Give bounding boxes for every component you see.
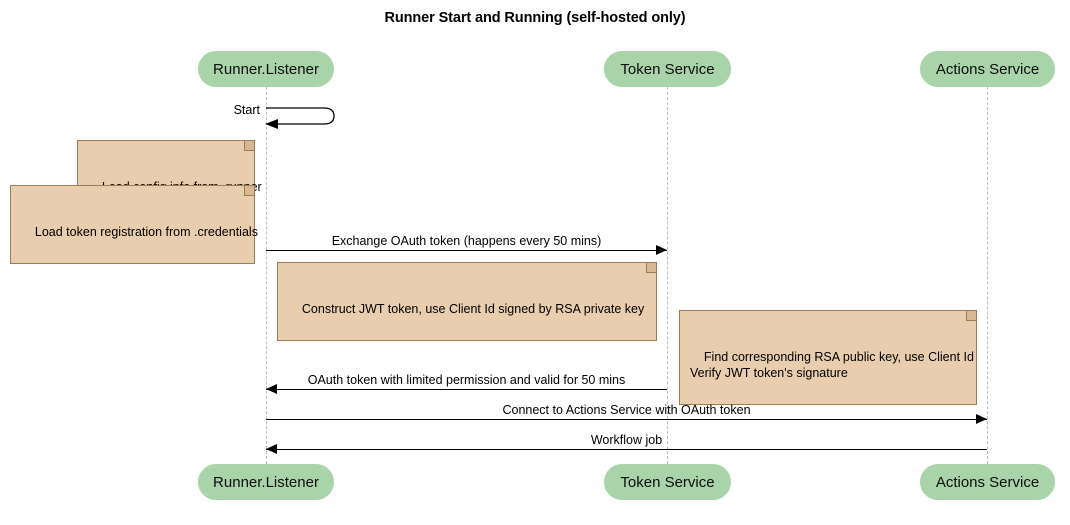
note-load-token-registration: Load token registration from .credential… <box>10 185 258 264</box>
note-verify-jwt-text: Find corresponding RSA public key, use C… <box>690 350 974 380</box>
message-arrowhead-workflow-job <box>266 444 277 454</box>
note-dogear-icon <box>244 186 254 196</box>
note-dogear-icon <box>646 263 656 273</box>
note-load-token-registration-text: Load token registration from .credential… <box>34 225 258 239</box>
note-verify-jwt: Find corresponding RSA public key, use C… <box>679 310 977 405</box>
participant-runner-label-top: Runner.Listener <box>213 60 319 78</box>
message-label-exchange-oauth: Exchange OAuth token (happens every 50 m… <box>331 234 602 248</box>
message-label-oauth-return: OAuth token with limited permission and … <box>307 373 626 387</box>
participant-actions-label-top: Actions Service <box>935 60 1040 78</box>
note-construct-jwt: Construct JWT token, use Client Id signe… <box>277 262 657 341</box>
message-arrowhead-exchange-oauth <box>656 245 667 255</box>
participant-runner-top[interactable]: Runner.Listener <box>198 51 334 87</box>
participant-actions-bottom[interactable]: Actions Service <box>920 464 1055 500</box>
participant-runner-bottom[interactable]: Runner.Listener <box>198 464 334 500</box>
participant-token-top[interactable]: Token Service <box>604 51 731 87</box>
participant-token-label-bottom: Token Service <box>620 473 715 491</box>
message-arrowhead-oauth-return <box>266 384 277 394</box>
lifeline-actions <box>987 87 988 464</box>
message-label-start: Start <box>233 103 260 117</box>
participant-token-bottom[interactable]: Token Service <box>604 464 731 500</box>
lifeline-token <box>667 87 668 464</box>
message-label-workflow-job: Workflow job <box>590 433 663 447</box>
participant-actions-top[interactable]: Actions Service <box>920 51 1055 87</box>
message-line-connect-actions <box>266 419 987 420</box>
note-construct-jwt-text: Construct JWT token, use Client Id signe… <box>301 302 645 316</box>
participant-token-label-top: Token Service <box>620 60 715 78</box>
participant-runner-label-bottom: Runner.Listener <box>213 473 319 491</box>
message-label-connect-actions: Connect to Actions Service with OAuth to… <box>502 403 751 417</box>
participant-actions-label-bottom: Actions Service <box>935 473 1040 491</box>
note-dogear-icon <box>244 141 254 151</box>
message-line-exchange-oauth <box>266 250 667 251</box>
message-line-oauth-return <box>266 389 667 390</box>
page-title: Runner Start and Running (self-hosted on… <box>384 10 686 26</box>
message-line-workflow-job <box>266 449 987 450</box>
lifeline-runner <box>266 87 267 464</box>
note-dogear-icon <box>966 311 976 321</box>
message-arrow-start <box>265 107 335 129</box>
message-arrowhead-connect-actions <box>976 414 987 424</box>
